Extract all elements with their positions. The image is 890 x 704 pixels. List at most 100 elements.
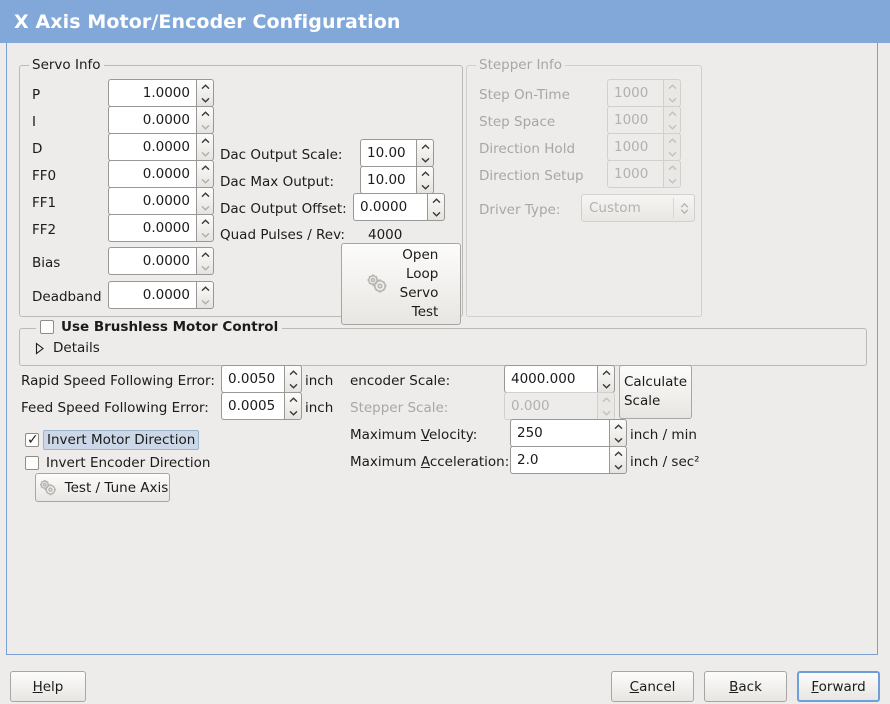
spin-down-icon[interactable] bbox=[197, 174, 213, 187]
servo-spin-i-buttons[interactable] bbox=[196, 106, 214, 134]
encoder-scale-input[interactable]: 4000.000 bbox=[504, 365, 597, 393]
spin-up-icon[interactable] bbox=[285, 366, 301, 379]
dac-max-output-input[interactable]: 10.00 bbox=[360, 166, 416, 194]
servo-spin-d[interactable]: 0.0000 bbox=[108, 133, 214, 161]
spin-down-icon[interactable] bbox=[197, 228, 213, 241]
dac-output-offset-spin[interactable]: 0.0000 bbox=[353, 193, 445, 221]
spin-up-icon[interactable] bbox=[417, 167, 433, 180]
maximum-acceleration-spin[interactable]: 2.0 bbox=[510, 446, 627, 474]
dac-max-output-spin[interactable]: 10.00 bbox=[360, 166, 434, 194]
spin-down-icon[interactable] bbox=[285, 379, 301, 392]
servo-input-ff1[interactable]: 0.0000 bbox=[108, 187, 196, 215]
forward-button[interactable]: Forward bbox=[797, 671, 880, 702]
spin-down-icon[interactable] bbox=[610, 433, 626, 446]
spin-up-icon[interactable] bbox=[197, 188, 213, 201]
servo-spin-d-buttons[interactable] bbox=[196, 133, 214, 161]
open-loop-line-3: Servo bbox=[399, 285, 439, 301]
servo-spin-ff0[interactable]: 0.0000 bbox=[108, 160, 214, 188]
dac-output-scale-input[interactable]: 10.00 bbox=[360, 139, 416, 167]
spin-up-icon[interactable] bbox=[417, 140, 433, 153]
spin-down-icon[interactable] bbox=[197, 120, 213, 133]
servo-input-d[interactable]: 0.0000 bbox=[108, 133, 196, 161]
servo-spin-bias-buttons[interactable] bbox=[196, 247, 214, 275]
feed-following-error-spin[interactable]: 0.0005 bbox=[221, 392, 302, 420]
forward-button-label: Forward bbox=[811, 679, 865, 695]
servo-spin-ff1-buttons[interactable] bbox=[196, 187, 214, 215]
encoder-scale-buttons[interactable] bbox=[597, 365, 615, 393]
calculate-scale-button[interactable]: Calculate Scale bbox=[619, 365, 692, 419]
spin-up-icon[interactable] bbox=[197, 161, 213, 174]
rapid-following-error-spin[interactable]: 0.0050 bbox=[221, 365, 302, 393]
spin-down-icon[interactable] bbox=[417, 180, 433, 193]
servo-spin-i[interactable]: 0.0000 bbox=[108, 106, 214, 134]
spin-down-icon[interactable] bbox=[197, 295, 213, 308]
encoder-scale-spin[interactable]: 4000.000 bbox=[504, 365, 615, 393]
servo-spin-p[interactable]: 1.0000 bbox=[108, 79, 214, 107]
servo-spin-ff1[interactable]: 0.0000 bbox=[108, 187, 214, 215]
spin-down-icon[interactable] bbox=[417, 153, 433, 166]
spin-down-icon[interactable] bbox=[197, 93, 213, 106]
spin-down-icon[interactable] bbox=[428, 207, 444, 220]
spin-up-icon[interactable] bbox=[285, 393, 301, 406]
invert-encoder-direction-checkbox[interactable]: Invert Encoder Direction bbox=[25, 455, 210, 471]
spin-up-icon[interactable] bbox=[197, 248, 213, 261]
spin-up-icon[interactable] bbox=[598, 366, 614, 379]
spin-down-icon[interactable] bbox=[610, 460, 626, 473]
driver-type-combo: Custom bbox=[581, 194, 695, 222]
servo-spin-deadband-buttons[interactable] bbox=[196, 281, 214, 309]
servo-input-i[interactable]: 0.0000 bbox=[108, 106, 196, 134]
test-tune-axis-button[interactable]: Test / Tune Axis bbox=[35, 473, 170, 502]
checkbox-box[interactable] bbox=[40, 320, 54, 334]
rapid-following-error-buttons[interactable] bbox=[284, 365, 302, 393]
spin-down-icon[interactable] bbox=[197, 201, 213, 214]
servo-input-ff0[interactable]: 0.0000 bbox=[108, 160, 196, 188]
servo-input-deadband[interactable]: 0.0000 bbox=[108, 281, 196, 309]
dac-output-scale-spin[interactable]: 10.00 bbox=[360, 139, 434, 167]
servo-spin-ff2[interactable]: 0.0000 bbox=[108, 214, 214, 242]
dac-output-offset-input[interactable]: 0.0000 bbox=[353, 193, 427, 221]
spin-up-icon[interactable] bbox=[197, 134, 213, 147]
use-brushless-checkbox[interactable]: Use Brushless Motor Control bbox=[36, 319, 283, 335]
feed-following-error-input[interactable]: 0.0005 bbox=[221, 392, 284, 420]
spin-up-icon[interactable] bbox=[197, 215, 213, 228]
servo-spin-ff0-buttons[interactable] bbox=[196, 160, 214, 188]
open-loop-servo-test-button[interactable]: Open Loop Servo Test bbox=[341, 243, 461, 325]
cancel-button[interactable]: Cancel bbox=[611, 671, 694, 702]
checkbox-box[interactable] bbox=[25, 456, 39, 470]
spin-up-icon[interactable] bbox=[428, 194, 444, 207]
invert-motor-direction-checkbox[interactable]: ✓ Invert Motor Direction bbox=[25, 430, 200, 450]
spin-down-icon[interactable] bbox=[285, 406, 301, 419]
servo-spin-bias[interactable]: 0.0000 bbox=[108, 247, 214, 275]
help-button[interactable]: Help bbox=[10, 671, 86, 702]
dac-max-output-buttons[interactable] bbox=[416, 166, 434, 194]
maximum-acceleration-input[interactable]: 2.0 bbox=[510, 446, 609, 474]
maximum-velocity-input[interactable]: 250 bbox=[510, 419, 609, 447]
maximum-acceleration-buttons[interactable] bbox=[609, 446, 627, 474]
servo-spin-ff2-buttons[interactable] bbox=[196, 214, 214, 242]
servo-input-ff2[interactable]: 0.0000 bbox=[108, 214, 196, 242]
chevron-right-icon[interactable] bbox=[34, 341, 45, 355]
spin-up-icon[interactable] bbox=[610, 447, 626, 460]
servo-spin-deadband[interactable]: 0.0000 bbox=[108, 281, 214, 309]
details-expander[interactable]: Details bbox=[34, 340, 100, 356]
servo-label-p: P bbox=[32, 87, 41, 103]
dac-output-offset-buttons[interactable] bbox=[427, 193, 445, 221]
spin-down-icon[interactable] bbox=[197, 261, 213, 274]
spin-up-icon[interactable] bbox=[197, 80, 213, 93]
dac-output-scale-buttons[interactable] bbox=[416, 139, 434, 167]
spin-down-icon[interactable] bbox=[598, 379, 614, 392]
spin-up-icon[interactable] bbox=[197, 107, 213, 120]
servo-input-p[interactable]: 1.0000 bbox=[108, 79, 196, 107]
servo-spin-p-buttons[interactable] bbox=[196, 79, 214, 107]
back-button[interactable]: Back bbox=[704, 671, 787, 702]
spin-up-icon[interactable] bbox=[610, 420, 626, 433]
open-loop-line-2: Loop bbox=[405, 266, 439, 282]
maximum-velocity-spin[interactable]: 250 bbox=[510, 419, 627, 447]
checkbox-box[interactable]: ✓ bbox=[25, 432, 39, 448]
feed-following-error-buttons[interactable] bbox=[284, 392, 302, 420]
servo-input-bias[interactable]: 0.0000 bbox=[108, 247, 196, 275]
spin-down-icon[interactable] bbox=[197, 147, 213, 160]
spin-up-icon[interactable] bbox=[197, 282, 213, 295]
rapid-following-error-input[interactable]: 0.0050 bbox=[221, 365, 284, 393]
maximum-velocity-buttons[interactable] bbox=[609, 419, 627, 447]
